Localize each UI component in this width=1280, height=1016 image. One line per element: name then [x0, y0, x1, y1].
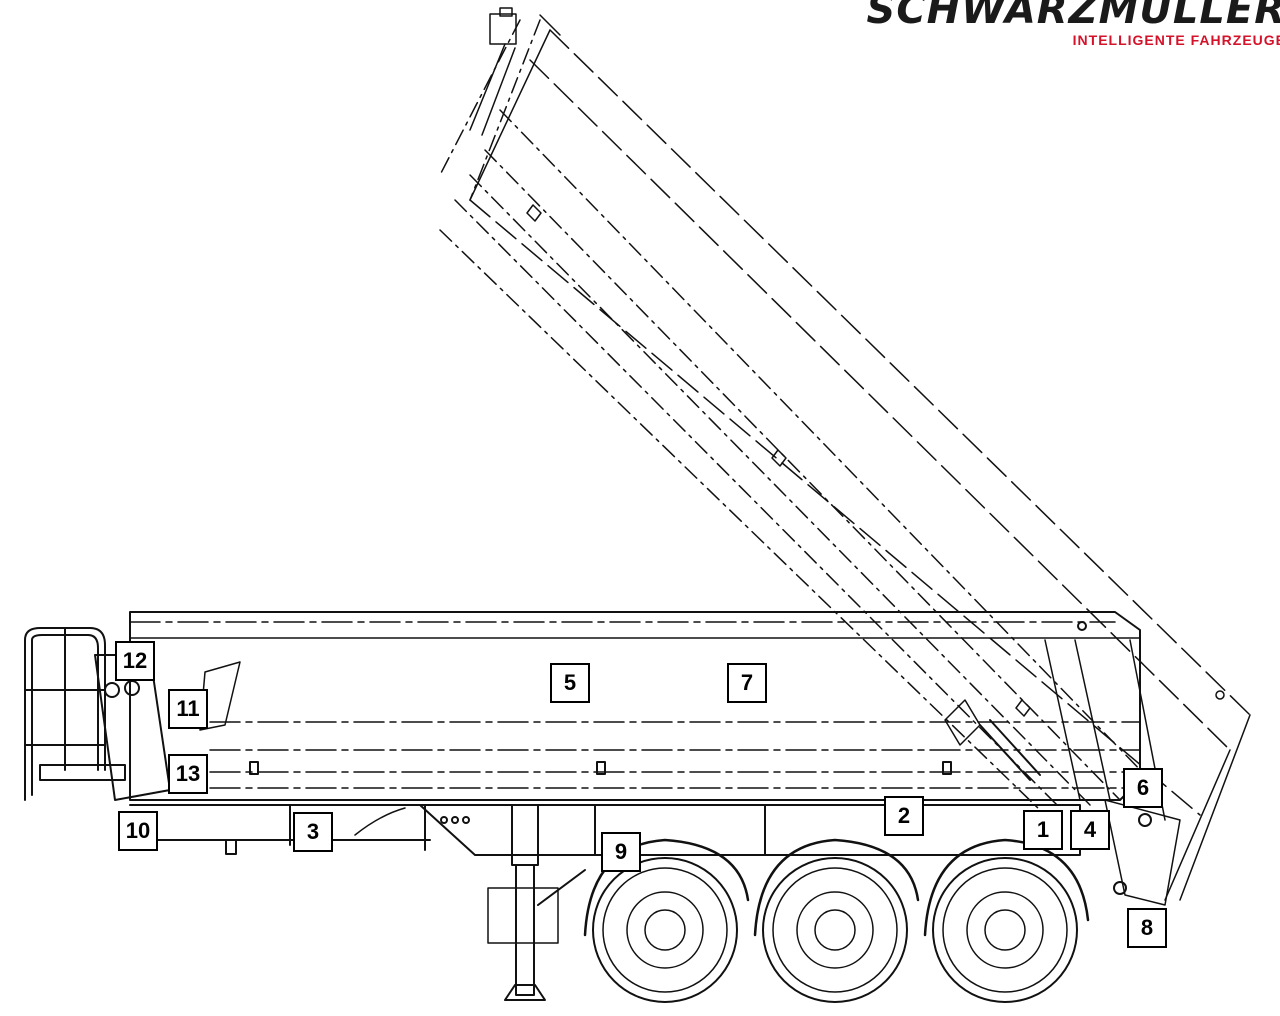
callout-7: 7 [727, 663, 767, 703]
rear-hinge [1104, 799, 1181, 906]
brand-name: SCHWARZMÜLLER [866, 0, 1280, 33]
callout-6: 6 [1123, 768, 1163, 808]
wheels [583, 838, 1090, 1003]
wheel-3 [923, 838, 1090, 1003]
callout-1: 1 [1023, 810, 1063, 850]
wheel-1 [583, 838, 750, 1003]
callout-4: 4 [1070, 810, 1110, 850]
callout-10: 10 [118, 811, 158, 851]
callout-11: 11 [168, 689, 208, 729]
callout-2: 2 [884, 796, 924, 836]
brand-logo: SCHWARZMÜLLER INTELLIGENTE FAHRZEUGE [867, 0, 1280, 48]
lowered-body [129, 611, 1166, 821]
callout-5: 5 [550, 663, 590, 703]
callout-3: 3 [293, 812, 333, 852]
brand-tagline: INTELLIGENTE FAHRZEUGE [1072, 32, 1280, 48]
callout-9: 9 [601, 832, 641, 872]
landing-gear [487, 804, 586, 1001]
callout-8: 8 [1127, 908, 1167, 948]
callout-13: 13 [168, 754, 208, 794]
wheel-2 [753, 838, 920, 1003]
callout-12: 12 [115, 641, 155, 681]
raised-body [439, 7, 1251, 901]
